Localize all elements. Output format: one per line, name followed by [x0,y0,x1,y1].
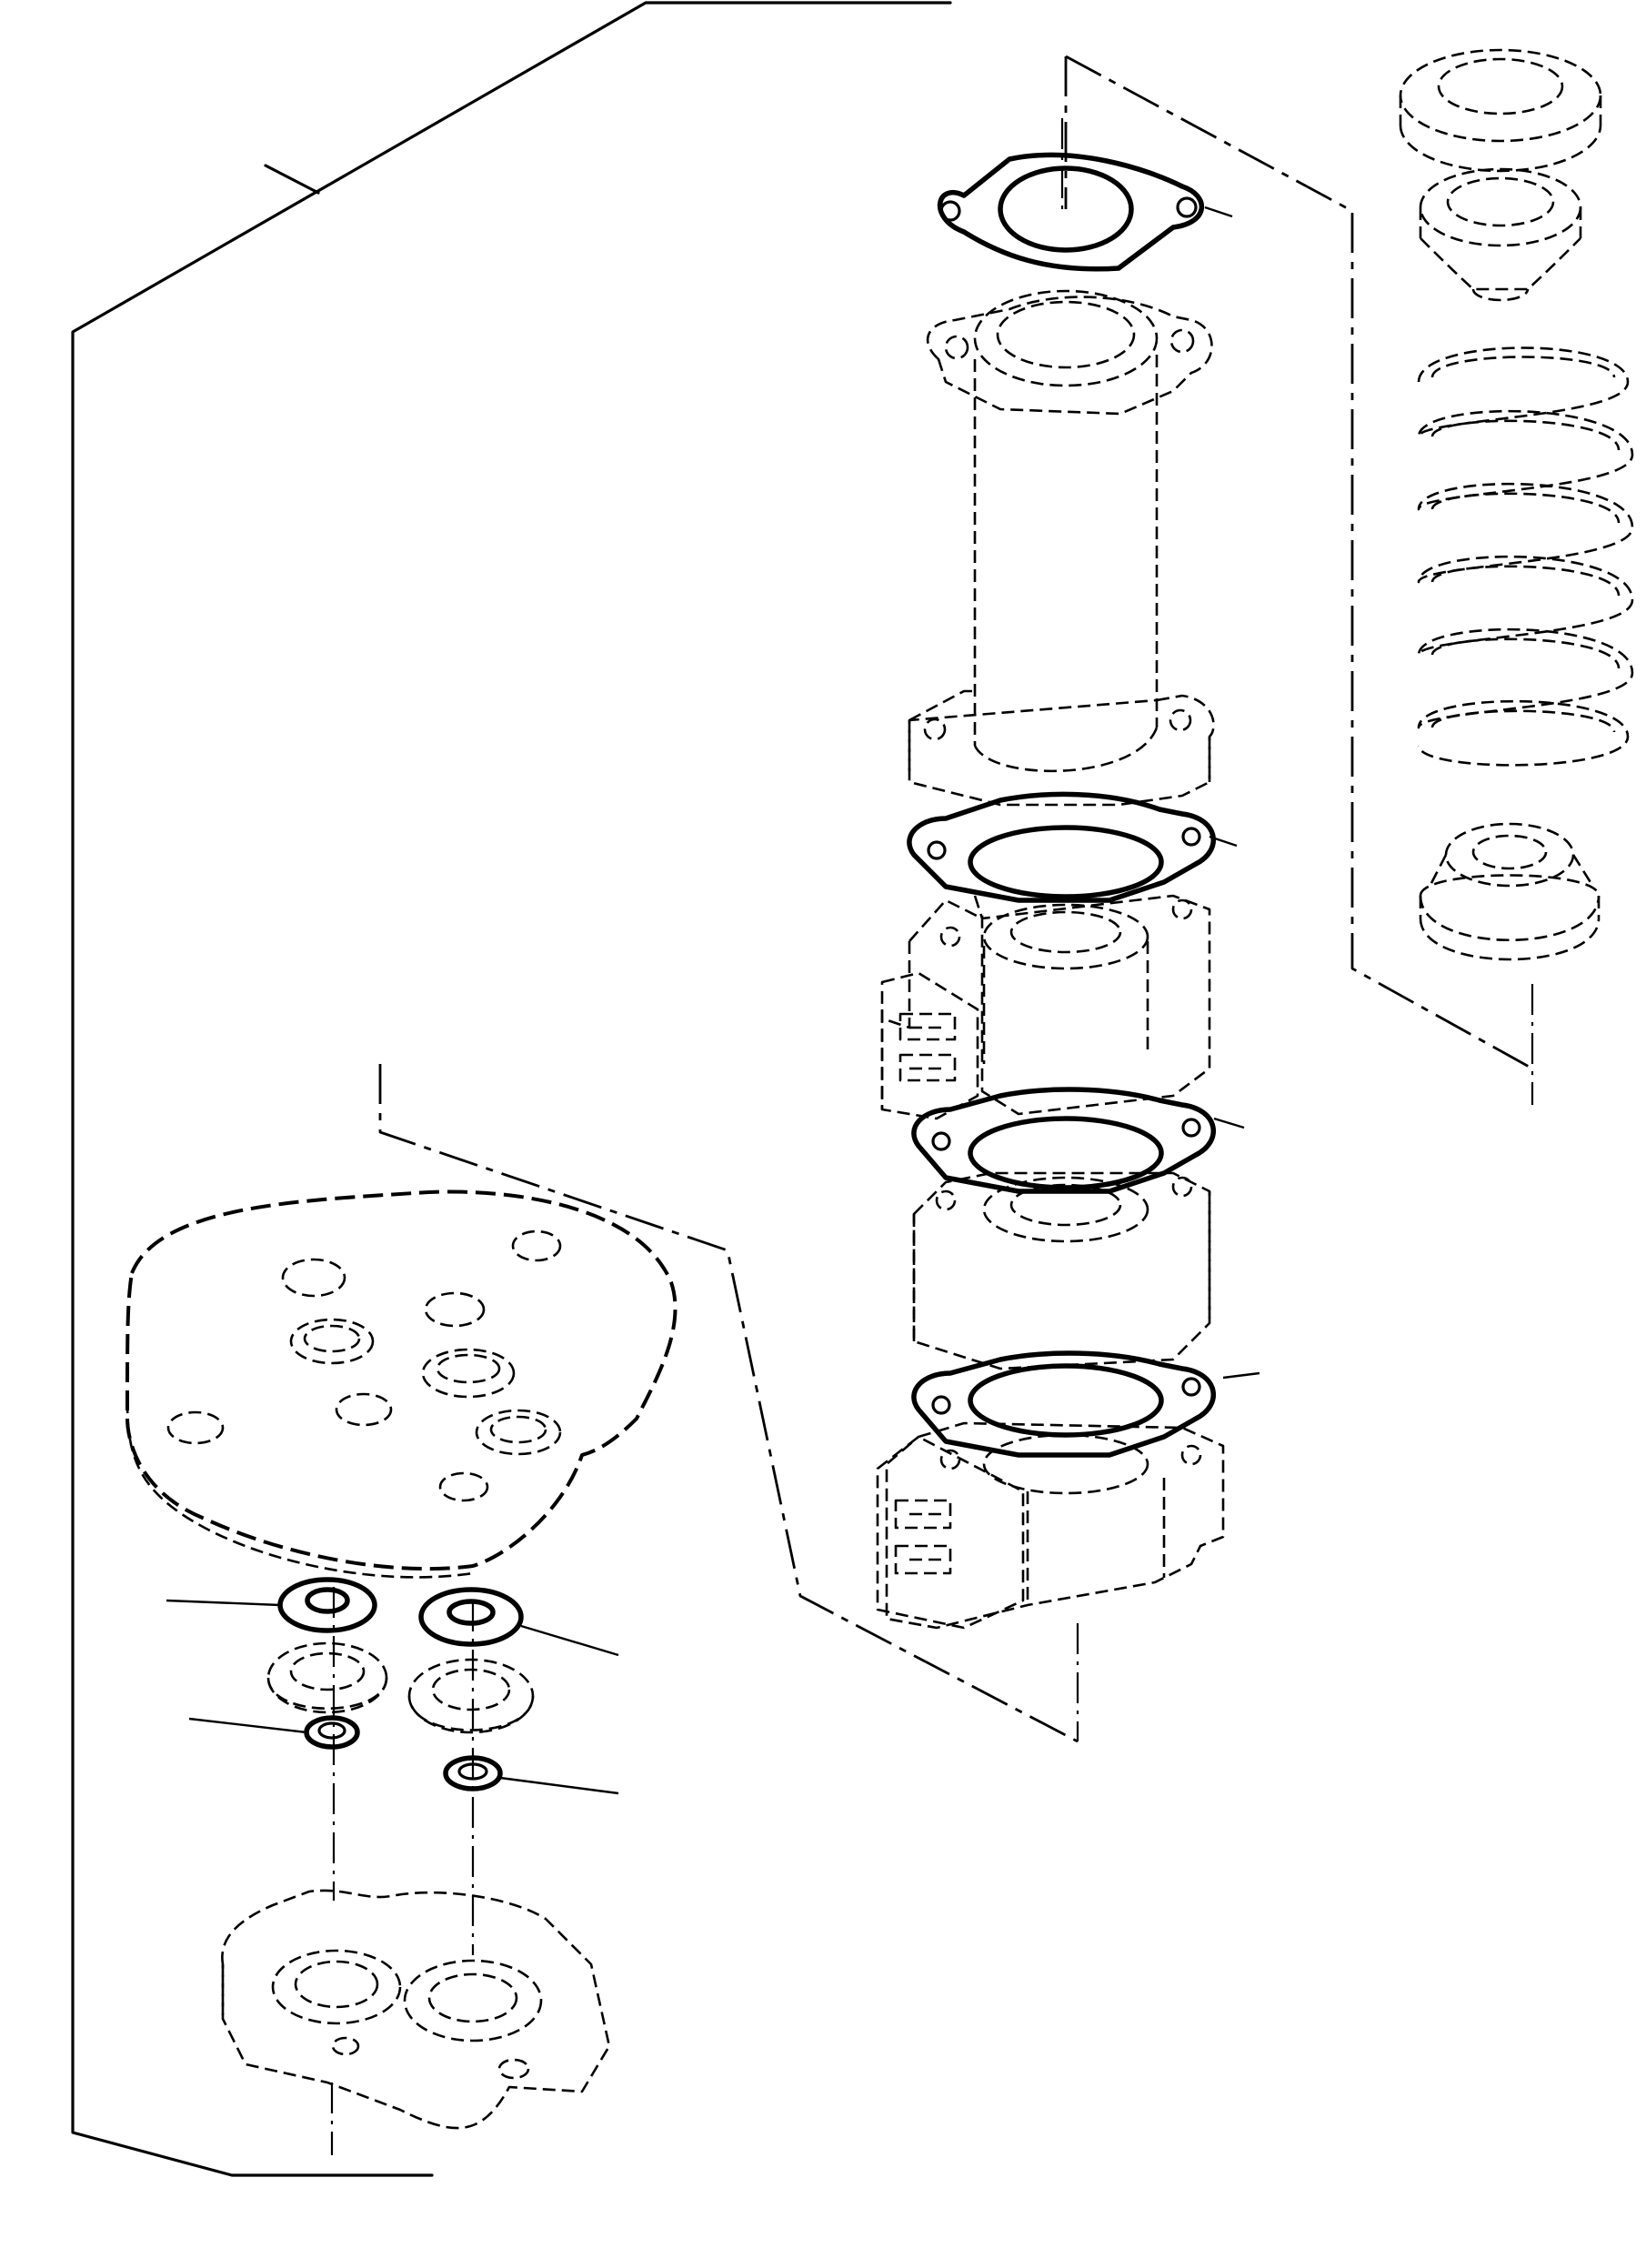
right-seal-stack [407,1587,619,1955]
valve-stack-bracket [378,1064,1079,1743]
spring-seat [1419,822,1601,961]
left-seal-stack [166,1577,388,1901]
spring-retainer-cap [1399,48,1602,302]
middle-gasket-2 [911,1087,1245,1194]
top-flange-gasket [937,152,1233,272]
port-block [221,1889,611,2155]
valve-stack-centerline [1060,56,1068,211]
lower-sleeve-flange [908,689,1215,807]
valve-sleeve-tube [926,289,1213,773]
main-assembly-bracket [71,1,952,2177]
upper-solenoid-coil [881,894,1211,1116]
middle-gasket-1 [907,791,1238,903]
coil-spring [1417,346,1634,767]
upper-solenoid-connector [880,971,979,1120]
spring-subassembly-bracket [1065,55,1534,1105]
lower-solenoid-coil [912,1171,1211,1370]
manifold-plate [125,1189,677,1579]
lower-solenoid-connector [876,1435,1025,1630]
lower-solenoid-body [885,1421,1225,1630]
